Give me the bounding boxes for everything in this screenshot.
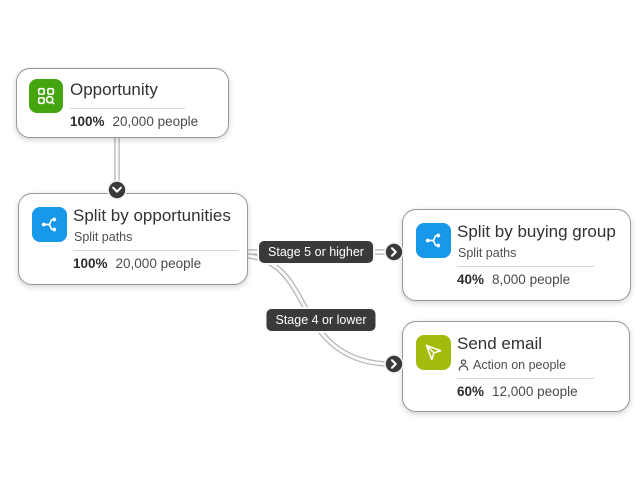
node-stats: 60% 12,000 people: [457, 384, 578, 399]
chevron-right-connector-icon: [384, 354, 404, 374]
node-title: Opportunity: [70, 80, 158, 99]
node-split-by-buying-group[interactable]: Split by buying group Split paths 40% 8,0…: [402, 209, 631, 301]
split-icon: [32, 207, 67, 242]
node-percent: 100%: [70, 114, 105, 129]
send-email-icon: [416, 335, 451, 370]
node-title: Send email: [457, 334, 543, 353]
node-stats: 40% 8,000 people: [457, 272, 570, 287]
card-divider: [73, 250, 239, 251]
node-percent: 40%: [457, 272, 485, 287]
node-people: 8,000 people: [492, 272, 571, 287]
node-people: 20,000 people: [112, 114, 199, 129]
node-subtitle: Action on people: [458, 358, 566, 372]
card-divider: [457, 266, 594, 267]
person-icon: [458, 359, 469, 371]
split-icon: [416, 223, 451, 258]
opportunity-icon: [29, 79, 63, 113]
node-title: Split by opportunities: [73, 206, 231, 225]
edge-label-stage-4-or-lower[interactable]: Stage 4 or lower: [266, 309, 376, 331]
node-stats: 100% 20,000 people: [70, 114, 198, 129]
node-title: Split by buying group: [457, 222, 616, 241]
node-subtitle: Split paths: [74, 230, 133, 244]
card-divider: [457, 378, 594, 379]
node-split-by-opportunities[interactable]: Split by opportunities Split paths 100% 2…: [18, 193, 248, 285]
node-opportunity[interactable]: Opportunity 100% 20,000 people: [16, 68, 229, 138]
node-subtitle: Split paths: [458, 246, 517, 260]
node-percent: 60%: [457, 384, 485, 399]
edge-label-stage-5-or-higher[interactable]: Stage 5 or higher: [259, 241, 373, 263]
node-send-email[interactable]: Send email Action on people 60% 12,000 pe…: [402, 321, 630, 412]
chevron-right-connector-icon: [384, 242, 404, 262]
node-people: 12,000 people: [492, 384, 578, 399]
node-people: 20,000 people: [115, 256, 202, 271]
node-percent: 100%: [73, 256, 108, 271]
card-divider: [70, 108, 185, 109]
node-stats: 100% 20,000 people: [73, 256, 201, 271]
